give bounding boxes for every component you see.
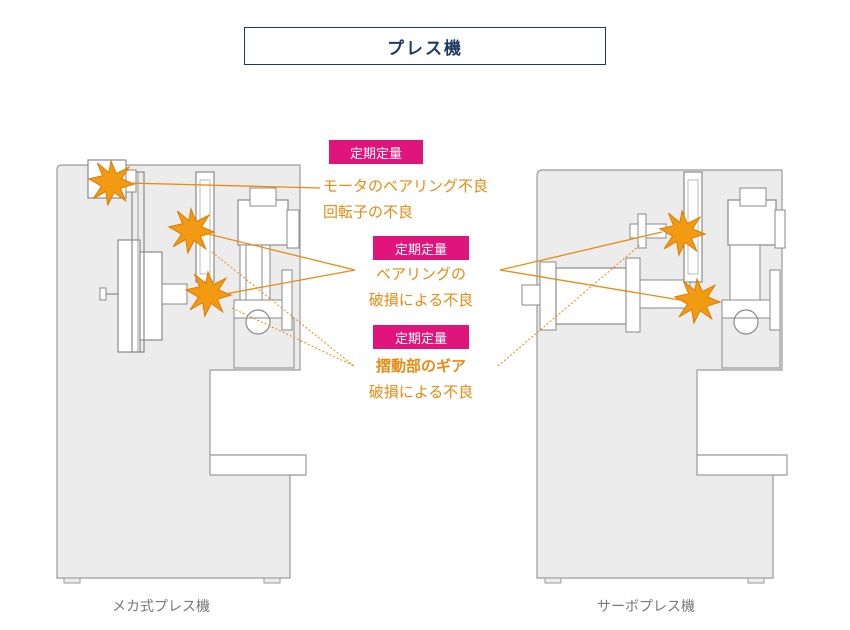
servo-press — [521, 169, 788, 584]
servo-press-caption: サーボプレス機 — [597, 599, 695, 615]
gear-failure-line1: 摺動部のギア — [375, 357, 466, 375]
gear-failure-line2: 破損による不良 — [368, 383, 474, 401]
page-title: プレス機 — [244, 27, 606, 65]
gear-maintenance-tag: 定期定量 — [373, 325, 469, 349]
callout-lines — [127, 182, 681, 367]
bearing-maintenance-tag: 定期定量 — [373, 236, 469, 260]
bearing-failure-line1: ベアリングの — [375, 265, 466, 283]
motor-maintenance-tag: 定期定量 — [329, 140, 423, 164]
bearing-failure-line2: 破損による不良 — [368, 291, 474, 309]
mechanical-press-caption: メカ式プレス機 — [112, 599, 210, 615]
motor-failure-line2: 回転子の不良 — [323, 203, 414, 221]
motor-failure-line1: モータのベアリング不良 — [323, 177, 489, 195]
mechanical-press — [56, 159, 307, 584]
